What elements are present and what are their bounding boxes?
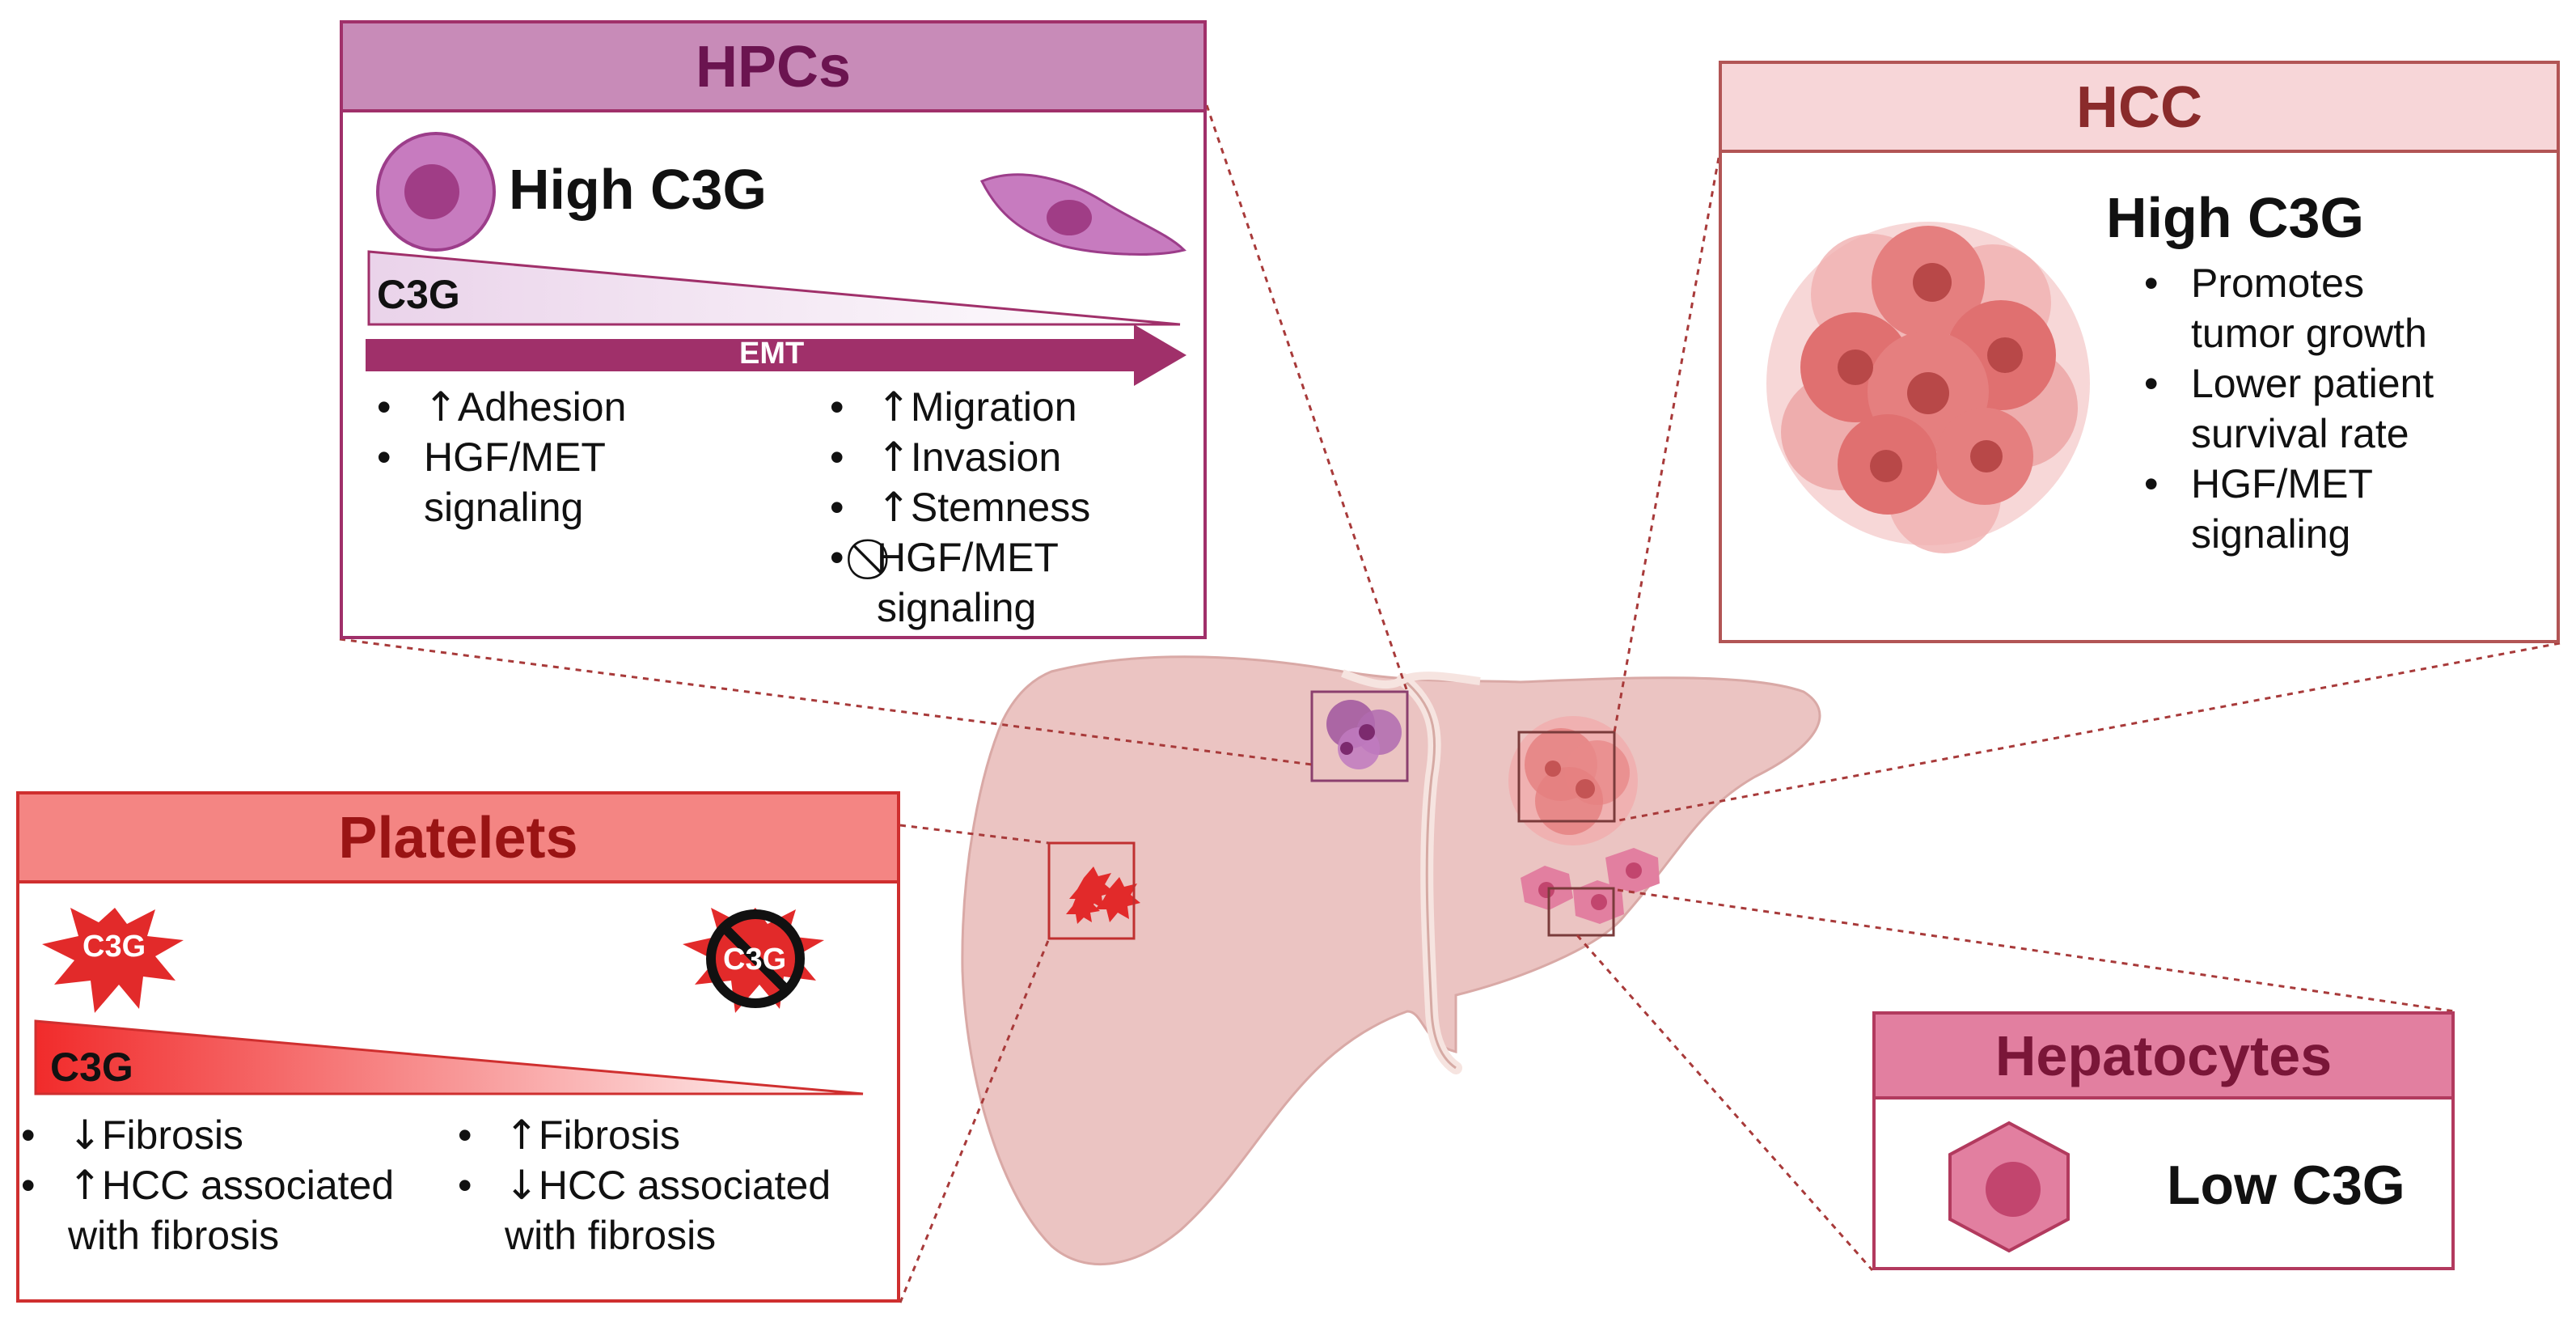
liver-tumor-zoom-box: [1517, 731, 1616, 823]
hcc-heading: High C3G: [2106, 186, 2364, 249]
platelets-right-bullets: ↑Fibrosis↓HCC associated with fibrosis: [448, 1110, 831, 1261]
bullet-symbol-icon: ↑: [877, 484, 911, 531]
bullet-symbol-icon: ↑: [877, 434, 911, 481]
bullet-symbol-icon: ↑: [877, 383, 911, 430]
platelets-right-bullet-item: ↓HCC associated with fibrosis: [448, 1160, 831, 1261]
bullet-continuation: tumor growth: [2191, 311, 2427, 356]
hpcs-round-cell-icon: [376, 132, 496, 252]
bullet-text: HGF/MET: [2191, 461, 2373, 506]
bullet-text: Migration: [910, 384, 1077, 430]
platelets-left-bullet-item: ↑HCC associated with fibrosis: [11, 1160, 394, 1261]
bullet-text: Stemness: [910, 485, 1091, 530]
hcc-bullets: Promotes tumor growthLower patient surviva…: [2134, 258, 2434, 559]
bullet-continuation: survival rate: [2191, 411, 2409, 456]
bullet-text: Lower patient: [2191, 361, 2434, 406]
hpcs-left-bullets: ↑AdhesionHGF/MET signaling: [367, 382, 626, 532]
hpcs-c3g-gradient-wedge: [367, 250, 1181, 326]
liver-ligament-edge: [1402, 678, 1457, 1070]
platelets-right-bullet-item: ↑Fibrosis: [448, 1110, 831, 1160]
bullet-text: HGF/MET: [424, 434, 606, 480]
liver-hpc-zoom-box: [1310, 690, 1409, 782]
bullet-continuation: signaling: [2191, 511, 2351, 557]
hpcs-heading: High C3G: [509, 158, 767, 221]
bullet-text: Promotes: [2191, 261, 2364, 306]
hpcs-right-bullet-item: ↑Invasion: [820, 432, 1090, 482]
hpcs-c3g-gradient-label: C3G: [377, 272, 460, 317]
bullet-text: HCC associated: [538, 1163, 831, 1208]
bullet-text: Fibrosis: [538, 1112, 680, 1158]
bullet-symbol-icon: ↓: [68, 1112, 102, 1159]
hcc-bullet-item: Lower patient survival rate: [2134, 358, 2434, 459]
platelet-active-icon: [42, 908, 184, 1013]
bullet-continuation: signaling: [424, 485, 584, 530]
platelets-panel: Platelets C3G C3G C3G ↓Fibrosis↑HCC asso…: [16, 791, 900, 1303]
bullet-text: HGF/MET: [877, 535, 1059, 580]
liver-platelets: [1066, 867, 1140, 924]
platelet-active-label: C3G: [82, 930, 146, 964]
liver-tumor: [1508, 716, 1638, 845]
liver-ligament-top: [1341, 669, 1481, 689]
platelet-crossed-label: C3G: [723, 943, 787, 977]
bullet-symbol-icon: ↓: [505, 1162, 539, 1209]
hpcs-left-bullet-item: ↑Adhesion: [367, 382, 626, 432]
platelet-crossed-icon: [683, 908, 824, 1013]
hepatocytes-heading: Low C3G: [2167, 1155, 2405, 1216]
hpcs-emt-arrow: [366, 324, 1186, 386]
connector-lines: [339, 104, 2561, 1303]
liver-platelet-zoom-box: [1047, 841, 1136, 940]
hpcs-left-bullet-item: HGF/MET signaling: [367, 432, 626, 532]
bullet-continuation: with fibrosis: [68, 1213, 280, 1258]
hepatocytes-panel-title: Hepatocytes: [1876, 1015, 2451, 1100]
platelets-panel-title: Platelets: [19, 794, 897, 883]
bullet-text: Fibrosis: [101, 1112, 243, 1158]
hpcs-panel: HPCs High C3G C3G EMT ↑AdhesionHGF/METsi…: [340, 20, 1207, 639]
hepatocytes-panel: Hepatocytes Low C3G: [1872, 1011, 2455, 1270]
bullet-symbol-icon: ↑: [424, 383, 458, 430]
bullet-continuation: signaling: [877, 585, 1037, 630]
hpcs-right-bullet-item: ↑Migration: [820, 382, 1090, 432]
liver-hepatocytes: [1521, 848, 1660, 924]
bullet-symbol-icon: ↑: [68, 1162, 102, 1209]
platelets-c3g-gradient-wedge: [34, 1019, 864, 1095]
hpcs-emt-label: EMT: [739, 337, 805, 371]
platelets-left-bullets: ↓Fibrosis↑HCC associated with fibrosis: [11, 1110, 394, 1261]
platelets-c3g-gradient-label: C3G: [50, 1044, 133, 1090]
hpcs-right-bullet-item: ↑Stemness: [820, 482, 1090, 532]
bullet-text: Invasion: [910, 434, 1062, 480]
bullet-symbol-icon: ↑: [505, 1112, 539, 1159]
bullet-text: Adhesion: [457, 384, 627, 430]
hcc-bullet-item: Promotes tumor growth: [2134, 258, 2434, 358]
platelets-left-bullet-item: ↓Fibrosis: [11, 1110, 394, 1160]
liver-hepatocyte-zoom-box: [1547, 887, 1615, 937]
hepatocyte-cell-icon: [1948, 1121, 2070, 1253]
hcc-panel-title: HCC: [1722, 64, 2557, 153]
hpcs-panel-title: HPCs: [343, 23, 1203, 112]
hcc-tumor-cluster-icon: [1766, 222, 2090, 553]
hpcs-spindle-cell-icon: [979, 173, 1186, 256]
bullet-text: HCC associated: [101, 1163, 395, 1208]
hpcs-right-bullets: ↑Migration↑Invasion↑Stemness⃠HGF/METsign…: [820, 382, 1090, 633]
bullet-continuation: with fibrosis: [505, 1213, 717, 1258]
hcc-bullet-item: HGF/MET signaling: [2134, 459, 2434, 559]
liver-hpc-cluster: [1326, 700, 1402, 769]
